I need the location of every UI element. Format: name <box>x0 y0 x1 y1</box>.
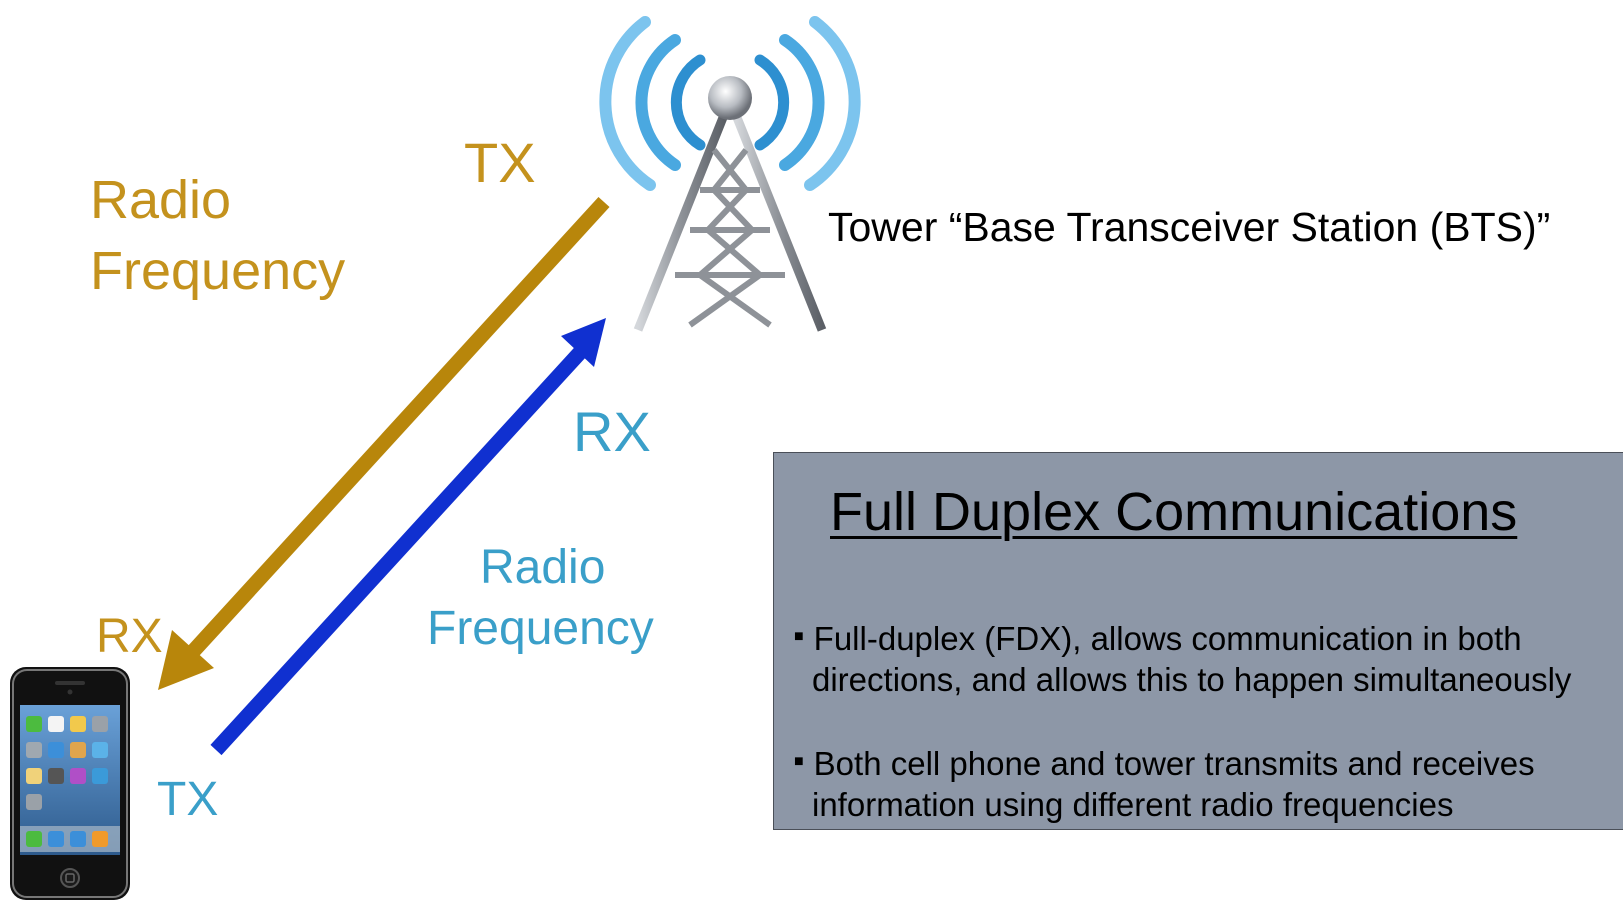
info-box-title: Full Duplex Communications <box>830 482 1518 542</box>
smartphone-icon <box>10 667 130 900</box>
info-box: Full Duplex Communications ■ Full-duplex … <box>773 452 1623 830</box>
bullet-2-line-2: information using different radio freque… <box>812 786 1454 824</box>
downlink-rx-label: RX <box>96 610 163 663</box>
tower-label: Tower “Base Transceiver Station (BTS)” <box>828 204 1551 250</box>
bullet-item-2: ■ Both cell phone and tower transmits and… <box>794 743 1535 826</box>
cell-tower-icon <box>599 16 861 340</box>
downlink-radio-label: Radio <box>90 170 232 230</box>
bullet-square-icon: ■ <box>794 753 804 771</box>
downlink-arrow <box>158 196 610 690</box>
uplink-arrow <box>210 318 606 756</box>
bullet-item-1: ■ Full-duplex (FDX), allows communication… <box>794 618 1571 701</box>
uplink-radio-label: Radio <box>480 541 606 594</box>
uplink-frequency-label: Frequency <box>427 602 654 655</box>
uplink-rx-label: RX <box>573 400 651 463</box>
bullet-2-line-1: Both cell phone and tower transmits and … <box>813 745 1535 782</box>
bullet-1-line-2: directions, and allows this to happen si… <box>812 661 1572 699</box>
downlink-tx-label: TX <box>464 131 536 194</box>
uplink-tx-label: TX <box>157 773 219 826</box>
bullet-1-line-1: Full-duplex (FDX), allows communication … <box>813 620 1522 657</box>
downlink-frequency-label: Frequency <box>90 241 346 301</box>
bullet-square-icon: ■ <box>794 628 804 646</box>
